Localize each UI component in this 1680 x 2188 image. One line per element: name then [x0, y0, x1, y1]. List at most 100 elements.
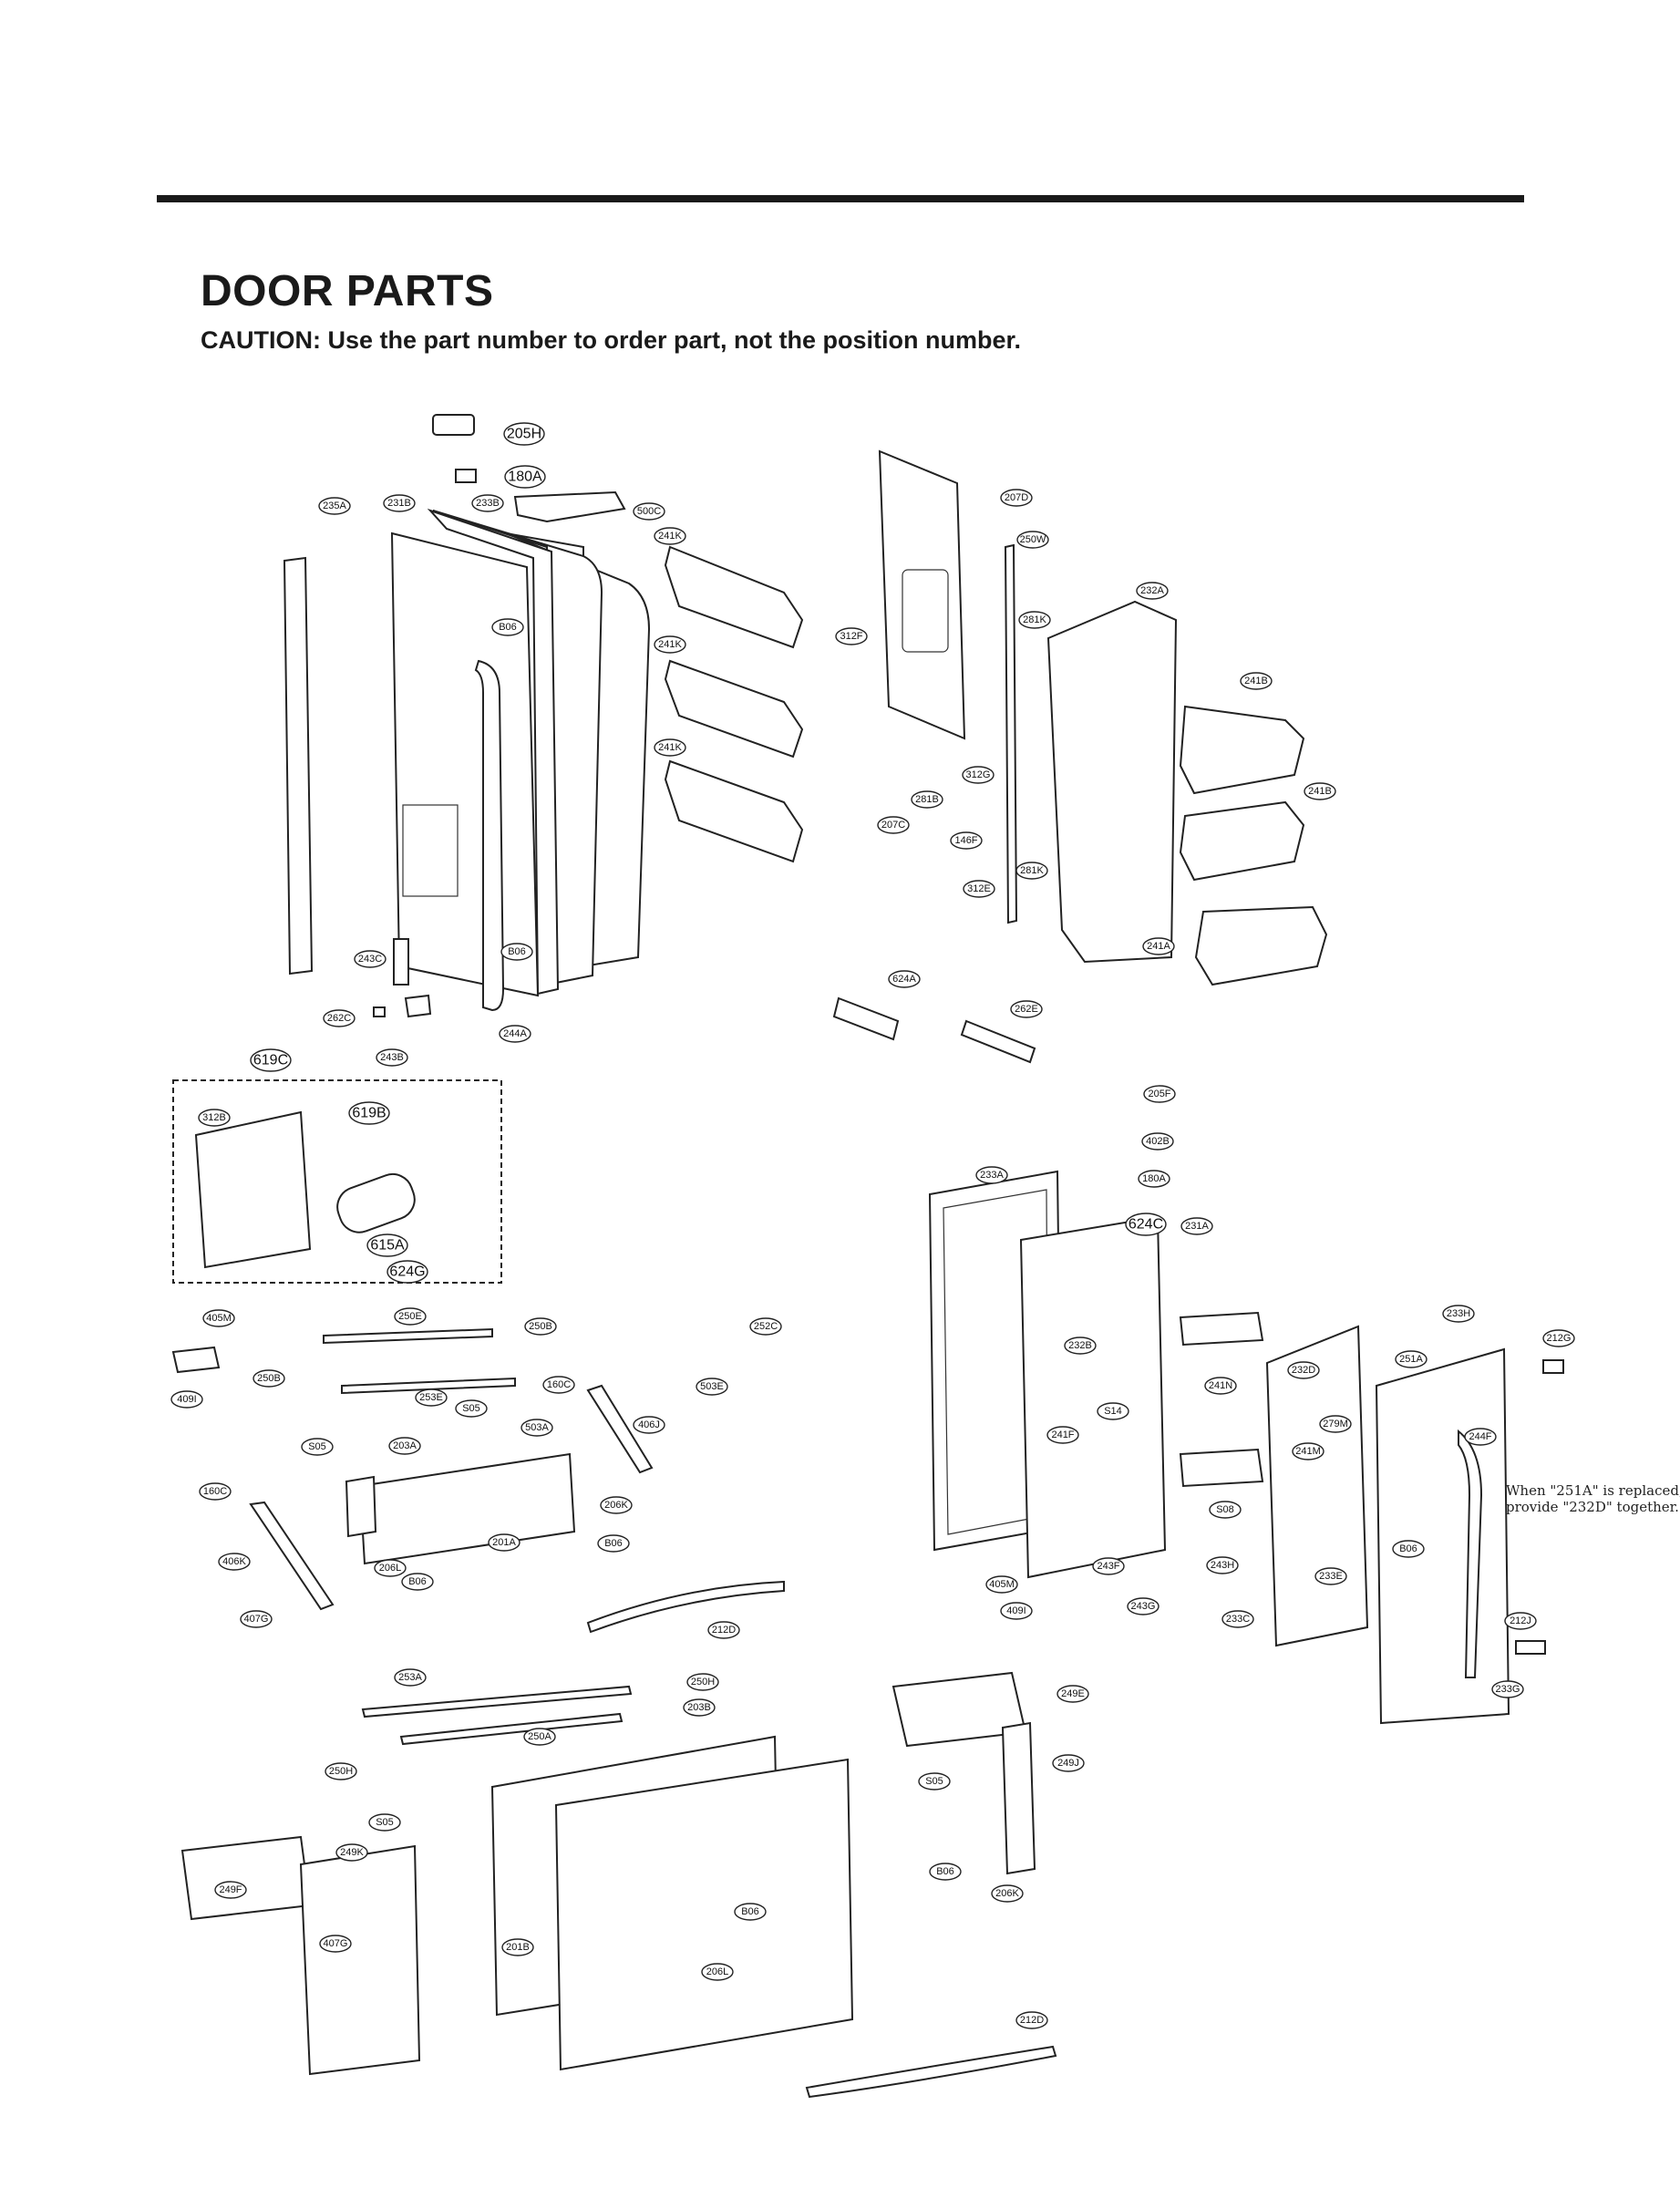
callout-text: 500C [637, 506, 661, 517]
rail-406k [249, 1501, 335, 1611]
rack-250a [399, 1712, 624, 1746]
lower-drawer-assembly [180, 1671, 1057, 2099]
callout-207d: 207D [1000, 489, 1033, 507]
callout-text: 615A [370, 1238, 405, 1254]
callout-text: 241A [1147, 941, 1170, 952]
outer-door-251a [1375, 1347, 1510, 1725]
callout-233a: 233A [975, 1166, 1008, 1184]
callout-text: 233G [1496, 1684, 1520, 1695]
callout-text: 233E [1319, 1571, 1343, 1582]
callout-253a: 253A [394, 1668, 427, 1687]
callout-text: 624A [892, 974, 916, 985]
callout-201a: 201A [488, 1533, 520, 1552]
callout-text: 503E [700, 1381, 724, 1392]
rail-249k [299, 1844, 421, 2076]
bin-241n-top [1179, 1311, 1264, 1347]
callout-233g: 233G [1491, 1680, 1524, 1698]
fridge-door-assembly [283, 414, 651, 1018]
frame-203a [345, 1475, 377, 1538]
callout-text: 250W [1020, 534, 1046, 545]
caution-text: CAUTION: Use the part number to order pa… [201, 326, 1022, 354]
callout-text: 281K [1023, 614, 1046, 625]
callout-250b: 250B [524, 1317, 557, 1336]
callout-text: 405M [206, 1313, 232, 1324]
rail-406j [586, 1384, 654, 1474]
callout-409i: 409I [170, 1390, 203, 1409]
callout-405m: 405M [985, 1575, 1018, 1594]
callout-text: 244F [1469, 1431, 1491, 1442]
callout-text: 203B [687, 1702, 711, 1713]
callout-text: 233H [1447, 1308, 1470, 1319]
callout-281k: 281K [1018, 611, 1051, 629]
callout-233b: 233B [471, 494, 504, 512]
callout-206l: 206L [374, 1559, 407, 1577]
callout-text: 281K [1020, 865, 1044, 876]
callout-text: 243H [1211, 1560, 1234, 1571]
callout-241b: 241B [1240, 672, 1273, 690]
callout-b06: B06 [734, 1903, 767, 1921]
callout-s05: S05 [301, 1438, 334, 1456]
side-trim-part [283, 556, 314, 975]
callout-text: 212G [1547, 1333, 1572, 1344]
liner-231a [1019, 1215, 1167, 1579]
callout-text: 243B [380, 1052, 404, 1063]
callout-text: S05 [925, 1776, 943, 1787]
part-212j [1515, 1640, 1546, 1655]
callout-624c: 624C [1125, 1213, 1167, 1236]
callout-241k: 241K [654, 738, 686, 757]
callout-241k: 241K [654, 635, 686, 654]
inner-door-assembly [832, 449, 1328, 1064]
callout-text: 241N [1209, 1380, 1232, 1391]
callout-text: 406K [222, 1556, 246, 1567]
callout-text: 281B [915, 794, 939, 805]
page-title: DOOR PARTS [201, 267, 494, 315]
callout-text: 312E [967, 883, 991, 894]
panel-232d [1265, 1325, 1369, 1647]
rack-253a [361, 1685, 633, 1718]
callout-text: 201B [506, 1942, 530, 1953]
callout-text: 180A [508, 470, 542, 485]
callout-409i: 409I [1000, 1602, 1033, 1620]
filter-624a [832, 996, 900, 1041]
callout-text: 231A [1185, 1221, 1209, 1232]
top-cap-part [432, 414, 475, 436]
callout-text: 252C [754, 1321, 778, 1332]
callout-232b: 232B [1064, 1337, 1097, 1355]
callout-160c: 160C [199, 1482, 232, 1501]
callout-s05: S05 [455, 1399, 488, 1418]
callout-text: B06 [508, 946, 526, 957]
callout-text: 206L [706, 1966, 728, 1977]
bin-241a [1194, 905, 1328, 986]
callout-text: 243C [358, 954, 382, 965]
bin-241n-bottom [1179, 1448, 1264, 1488]
callout-text: 232D [1292, 1365, 1315, 1376]
callout-251a: 251A [1395, 1350, 1427, 1368]
callout-619b: 619B [348, 1101, 390, 1125]
callout-212d: 212D [707, 1621, 740, 1639]
callout-text: 207C [881, 820, 905, 831]
callout-text: 312F [840, 631, 862, 642]
callout-text: 405M [989, 1579, 1015, 1590]
callout-text: S05 [376, 1817, 394, 1828]
callout-244f: 244F [1464, 1428, 1497, 1446]
strip-250w [1004, 543, 1018, 924]
callout-500c: 500C [633, 502, 665, 521]
callout-233e: 233E [1314, 1567, 1347, 1585]
callout-text: 241B [1244, 676, 1268, 686]
inner-panel-312f [878, 449, 966, 740]
callout-503a: 503A [520, 1419, 553, 1437]
callout-text: B06 [936, 1866, 954, 1877]
callout-text: 232B [1068, 1340, 1092, 1351]
callout-text: 205H [507, 427, 541, 442]
lower-hinge-part [404, 994, 432, 1018]
callout-text: 253A [398, 1672, 422, 1683]
callout-text: 212J [1510, 1615, 1531, 1626]
callout-text: 160C [203, 1486, 227, 1497]
callout-text: 235A [323, 501, 346, 511]
door-outer-panel-part [390, 532, 540, 997]
callout-206l: 206L [701, 1963, 734, 1981]
callout-406j: 406J [633, 1416, 665, 1434]
callout-text: B06 [741, 1906, 759, 1917]
callout-180a: 180A [1138, 1170, 1170, 1188]
